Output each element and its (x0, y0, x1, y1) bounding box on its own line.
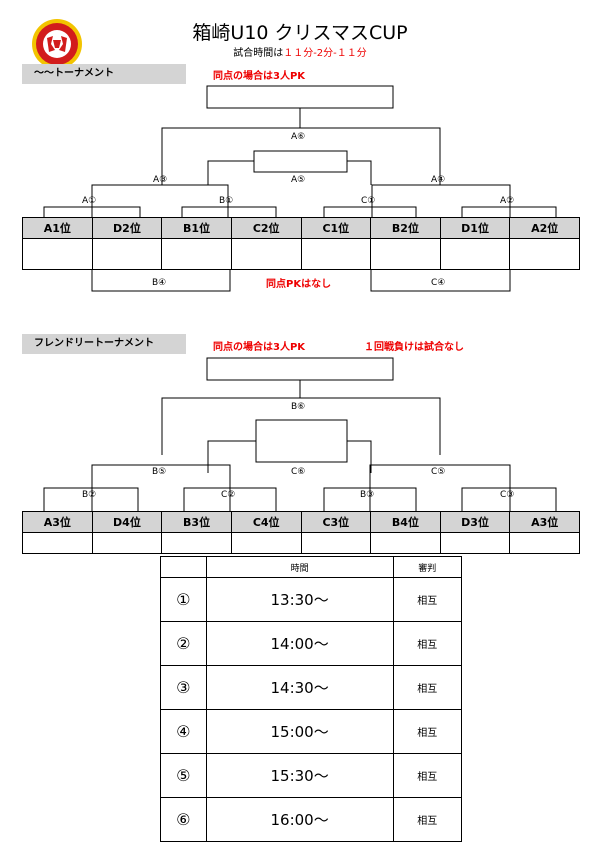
friendly-rule-note: 同点の場合は3人PK (213, 342, 306, 353)
schedule-header-time: 時間 (205, 556, 394, 578)
match-label-final: A⑥ (291, 132, 306, 142)
schedule-header-num (160, 556, 207, 578)
schedule-row: ③ 14:30〜 相互 (160, 665, 463, 710)
team-cell: A3位 (509, 511, 580, 533)
match-referee: 相互 (392, 797, 463, 842)
schedule-header-ref: 審判 (392, 556, 463, 578)
score-cell (91, 532, 163, 554)
match-label-third: A⑤ (291, 175, 306, 185)
page-title: 箱崎U10 クリスマスCUP (192, 22, 408, 44)
match-label-q3: C① (361, 196, 376, 206)
club-logo (32, 19, 82, 69)
match-duration-value: １１分-2分-１１分 (283, 48, 367, 59)
match-time: 14:30〜 (205, 665, 394, 710)
team-cell: B4位 (370, 511, 441, 533)
team-cell: D2位 (91, 217, 163, 239)
team-cell: A2位 (509, 217, 580, 239)
match-label-q4: A② (500, 196, 515, 206)
match-referee: 相互 (392, 665, 463, 710)
team-cell: C2位 (230, 217, 302, 239)
score-cell (230, 532, 302, 554)
friendly-label-q4: C③ (500, 490, 515, 500)
match-referee: 相互 (392, 753, 463, 798)
match-number: ① (160, 577, 207, 622)
friendly-label-semi-left: B⑤ (152, 467, 167, 477)
match-label-lower-left: B④ (152, 278, 167, 288)
match-time: 14:00〜 (205, 621, 394, 666)
friendly-label-q2: C② (221, 490, 236, 500)
match-number: ③ (160, 665, 207, 710)
team-cell: D4位 (91, 511, 163, 533)
section-label-friendly: フレンドリートーナメント (22, 334, 186, 354)
pk-note: 同点PKはなし (266, 279, 332, 290)
schedule-row: ⑥ 16:00〜 相互 (160, 797, 463, 842)
team-header-row: A1位 D2位 B1位 C2位 C1位 B2位 D1位 A2位 (22, 217, 580, 239)
match-referee: 相互 (392, 577, 463, 622)
score-cell (509, 238, 580, 270)
match-referee: 相互 (392, 621, 463, 666)
match-referee: 相互 (392, 709, 463, 754)
score-cell (509, 532, 580, 554)
score-cell (91, 238, 163, 270)
main-rule-note: 同点の場合は3人PK (213, 71, 306, 82)
score-cell (370, 532, 441, 554)
score-cell (439, 532, 511, 554)
match-number: ② (160, 621, 207, 666)
schedule-row: ② 14:00〜 相互 (160, 621, 463, 666)
match-label-lower-right: C④ (431, 278, 446, 288)
team-cell: C3位 (300, 511, 372, 533)
team-header-row: A3位 D4位 B3位 C4位 C3位 B4位 D3位 A3位 (22, 511, 580, 533)
score-cell (370, 238, 441, 270)
score-cell (22, 238, 93, 270)
friendly-label-semi-right: C⑤ (431, 467, 446, 477)
team-cell: D3位 (439, 511, 511, 533)
match-time: 16:00〜 (205, 797, 394, 842)
score-cell (300, 532, 372, 554)
match-number: ⑥ (160, 797, 207, 842)
team-cell: C1位 (300, 217, 372, 239)
team-cell: C4位 (230, 511, 302, 533)
schedule-row: ① 13:30〜 相互 (160, 577, 463, 622)
team-cell: B2位 (370, 217, 441, 239)
main-team-grid: A1位 D2位 B1位 C2位 C1位 B2位 D1位 A2位 (22, 217, 580, 270)
match-label-q1: A① (82, 196, 97, 206)
team-cell: B3位 (161, 511, 232, 533)
schedule-header: 時間 審判 (160, 556, 463, 578)
friendly-label-final: B⑥ (291, 402, 306, 412)
match-time: 13:30〜 (205, 577, 394, 622)
score-row (22, 532, 580, 554)
friendly-rule-note-2: １回戦負けは試合なし (364, 342, 464, 353)
schedule-table: 時間 審判 ① 13:30〜 相互 ② 14:00〜 相互 ③ 14:30〜 相… (160, 556, 463, 842)
match-label-semi-right: A④ (431, 175, 446, 185)
friendly-team-grid: A3位 D4位 B3位 C4位 C3位 B4位 D3位 A3位 (22, 511, 580, 554)
score-cell (439, 238, 511, 270)
score-cell (161, 532, 232, 554)
score-row (22, 238, 580, 270)
score-cell (161, 238, 232, 270)
match-number: ⑤ (160, 753, 207, 798)
schedule-row: ④ 15:00〜 相互 (160, 709, 463, 754)
score-cell (230, 238, 302, 270)
friendly-label-third: C⑥ (291, 467, 306, 477)
match-duration-label: 試合時間は (233, 48, 284, 59)
match-number: ④ (160, 709, 207, 754)
friendly-label-q3: B③ (360, 490, 375, 500)
score-cell (300, 238, 372, 270)
team-cell: B1位 (161, 217, 232, 239)
match-label-semi-left: A③ (153, 175, 168, 185)
team-cell: A1位 (22, 217, 93, 239)
section-label-main: 〜〜トーナメント (22, 64, 186, 84)
schedule-row: ⑤ 15:30〜 相互 (160, 753, 463, 798)
match-time: 15:30〜 (205, 753, 394, 798)
match-duration: 試合時間は１１分-2分-１１分 (0, 44, 600, 59)
match-time: 15:00〜 (205, 709, 394, 754)
team-cell: D1位 (439, 217, 511, 239)
friendly-label-q1: B② (82, 490, 97, 500)
match-label-q2: B① (219, 196, 234, 206)
team-cell: A3位 (22, 511, 93, 533)
score-cell (22, 532, 93, 554)
